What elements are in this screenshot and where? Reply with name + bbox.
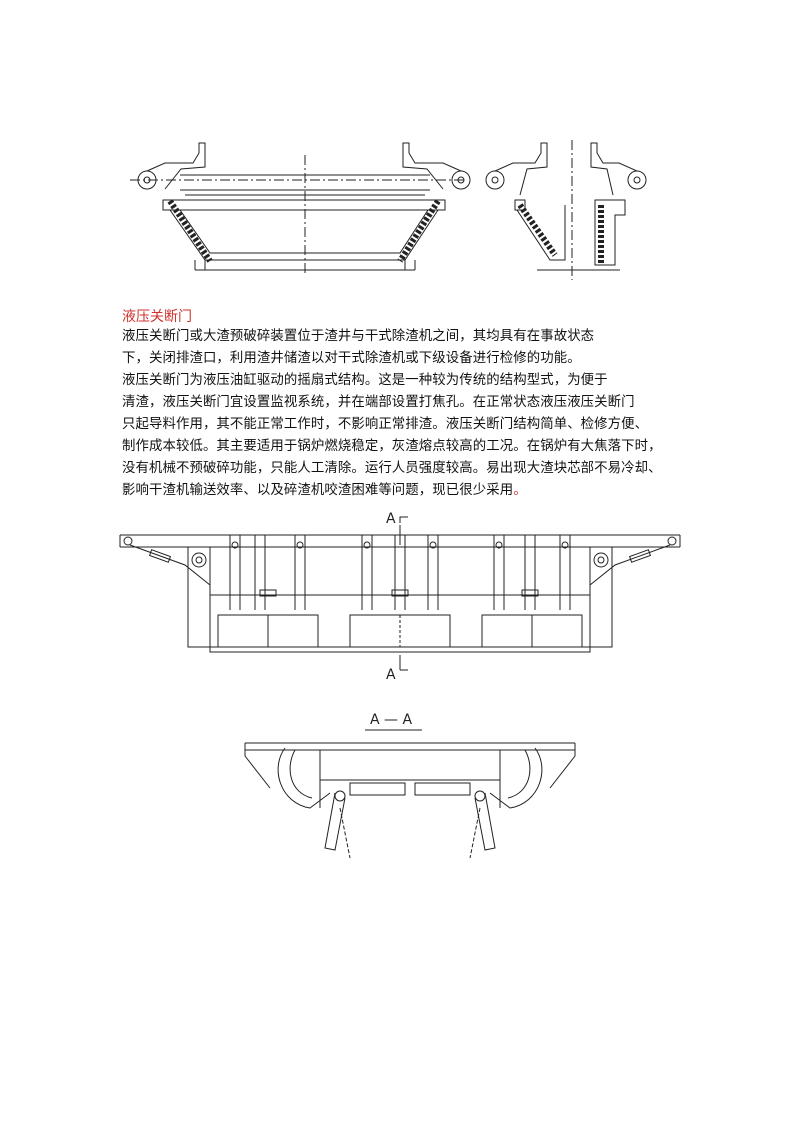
section-marker-top: A [386,511,396,527]
section-marker-bottom: A [386,667,396,683]
paragraph-2-line-2: 清渣，液压关断门宜设置监视系统，并在端部设置打焦孔。在正常状态液压液压关断门 [122,395,635,410]
paragraph-2-line-6: 影响干渣机输送效率、以及碎渣机咬渣困难等问题，现已很少采用。 [122,480,527,502]
section-aa-title: A — A [370,712,412,728]
paragraph-2-line-3: 只起导料作用，其不能正常工作时，不影响正常排渣。液压关断门结构简单、检修方便、 [122,417,649,432]
paragraph-1-line-2: 下，关闭排渣口，利用渣井储渣以对干式除渣机或下级设备进行检修的功能。 [122,351,581,366]
paragraph-2-line-4: 制作成本较低。其主要适用于锅炉燃烧稳定，灰渣熔点较高的工况。在锅炉有大焦落下时， [122,439,662,454]
section-aa-drawing: A — A [244,712,576,859]
paragraph-2-line-1: 液压关断门为液压油缸驱动的摇扇式结构。这是一种较为传统的结构型式，为便于 [122,373,608,388]
paragraph-1-line-1: 液压关断门或大渣预破碎装置位于渣井与干式除渣机之间，其均具有在事故状态 [122,329,595,344]
front-elevation-drawing: A [119,511,681,683]
paragraph-2-line-5: 没有机械不预破碎功能，只能人工清除。运行人员强度较高。易出现大渣块芯部不易冷却、 [122,461,662,476]
trailing-period: 。 [513,483,527,498]
top-view-drawing [130,140,647,280]
section-heading: 液压关断门 [122,309,192,325]
paragraph-2-line-6-text: 影响干渣机输送效率、以及碎渣机咬渣困难等问题，现已很少采用 [122,483,514,498]
